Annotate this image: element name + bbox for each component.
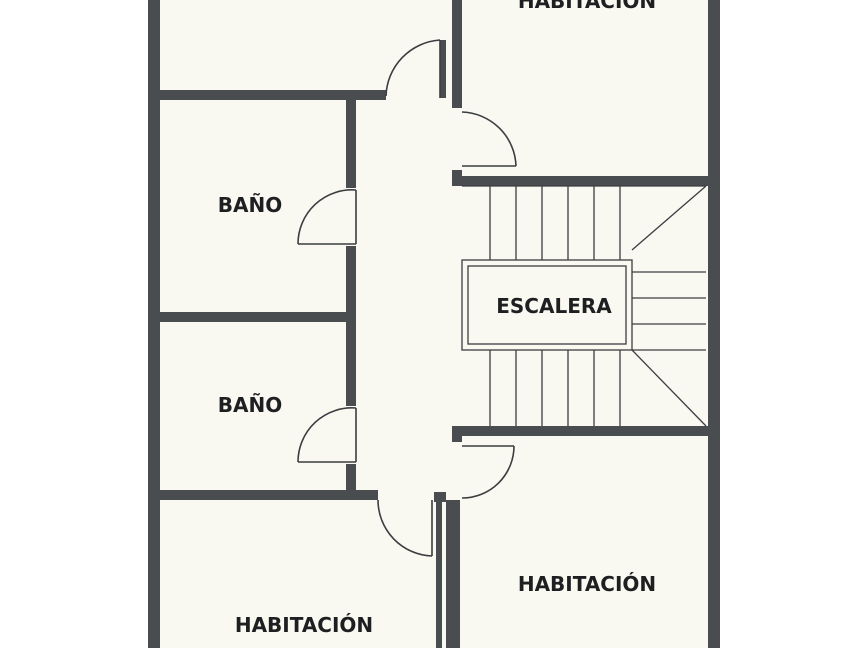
floor-area	[158, 0, 712, 648]
room-label-bedroom-top-right: HABITACIÓN	[518, 0, 656, 13]
outer-wall-left	[148, 0, 160, 648]
outer-wall-right	[708, 0, 720, 648]
wall-stair-lower-stub	[452, 426, 462, 442]
door-bath-upper	[297, 189, 357, 245]
wall-bath1-upper	[346, 100, 356, 188]
wall-stair-top	[452, 176, 712, 186]
room-label-bath-upper: BAÑO	[218, 193, 282, 217]
room-label-bath-lower: BAÑO	[218, 393, 282, 417]
door-bottom-left	[377, 499, 433, 557]
wall-bath2-lower	[346, 464, 356, 496]
door-bottom-right	[461, 445, 515, 499]
wall-top-left-room	[158, 90, 386, 100]
door-top-right	[461, 111, 517, 167]
wall-between-baths	[158, 312, 352, 322]
wall-stair-bottom	[452, 426, 712, 436]
staircase	[461, 185, 707, 427]
room-label-bedroom-bottom-left: HABITACIÓN	[235, 613, 373, 637]
room-label-stairs: ESCALERA	[496, 294, 612, 318]
door-bath-lower	[297, 407, 357, 463]
wall-bottom-left-room	[158, 490, 378, 500]
door-jamb-bottom	[434, 492, 446, 502]
room-label-bedroom-bottom-right: HABITACIÓN	[518, 572, 656, 596]
wall-bath-middle	[346, 246, 356, 406]
wall-bottom-divider	[436, 500, 442, 648]
wall-top-right-room-left	[452, 0, 462, 108]
door-top-left	[385, 39, 441, 98]
door-jamb-top	[440, 40, 446, 98]
wall-bottom-right-room-left	[446, 500, 460, 648]
